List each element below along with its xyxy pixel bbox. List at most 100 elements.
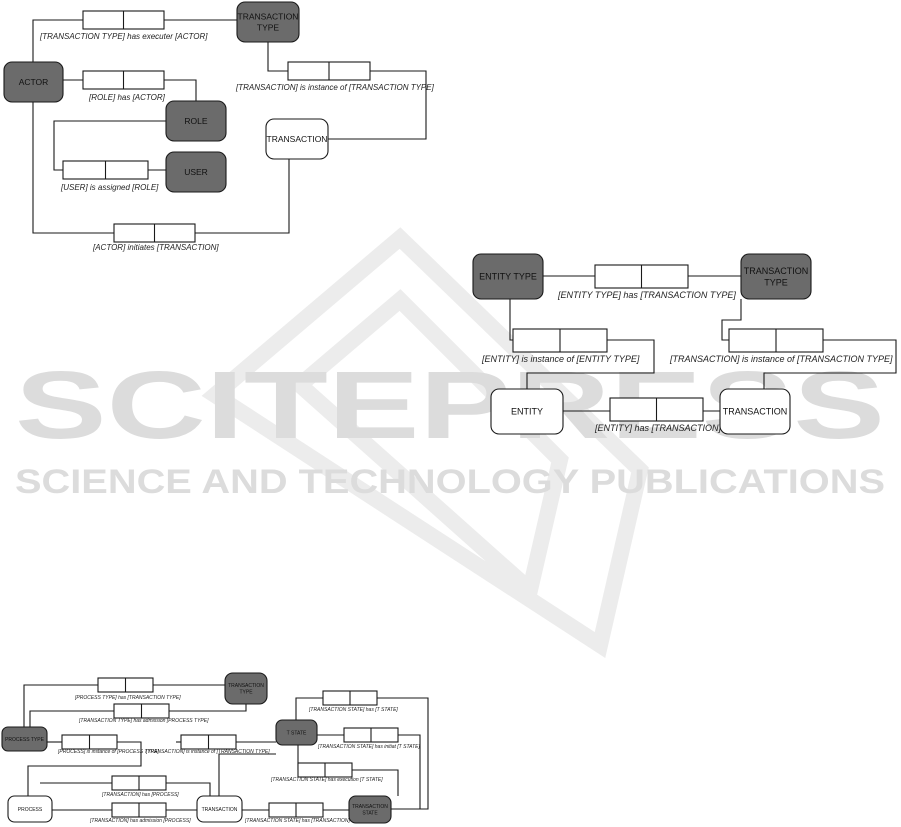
entity-role-d1: ROLE — [165, 100, 227, 142]
connector-line — [164, 79, 197, 101]
connector-line — [218, 753, 276, 796]
relation-r4-d1: [USER] is assigned [ROLE] — [60, 160, 159, 192]
relation-r9-d3: [TRANSACTION] has admission [PROCESS] — [89, 802, 191, 824]
entity-transaction-d2: TRANSACTION — [719, 388, 791, 435]
relation-r1-d2: [ENTITY TYPE] has [TRANSACTION TYPE] — [557, 264, 736, 300]
relation-r10-d3: [TRANSACTION STATE] has [TRANSACTION] — [244, 802, 350, 824]
entity-label: T STATE — [287, 730, 307, 736]
connector-line — [267, 42, 288, 72]
entity-box — [3, 61, 64, 103]
relation-label: [ENTITY TYPE] has [TRANSACTION TYPE] — [557, 290, 736, 300]
connector-line — [295, 697, 323, 720]
entity-t-state-d3: T STATE — [275, 719, 318, 746]
connector-line — [23, 684, 98, 727]
relation-r3-d1: [ROLE] has [ACTOR] — [82, 70, 166, 102]
entity-label: TRANSACTION — [267, 134, 328, 144]
entity-box — [490, 388, 564, 435]
entity-box — [196, 795, 243, 823]
entity-entity-d2: ENTITY — [490, 388, 564, 435]
connector-line — [398, 734, 421, 809]
entity-entity-type-d2: ENTITY TYPE — [472, 253, 544, 300]
connector-line — [27, 741, 142, 796]
relation-label: [TRANSACTION STATE] has execution [T STA… — [270, 777, 383, 783]
relation-r1-d3: [PROCESS TYPE] has [TRANSACTION TYPE] — [74, 677, 181, 701]
relation-label: [TRANSACTION] has [PROCESS] — [101, 792, 179, 798]
entity-box — [348, 795, 392, 824]
relations: [TRANSACTION TYPE] has executer [ACTOR] [… — [39, 10, 893, 824]
relation-r4-d3: [TRANSACTION] is instance of [TRANSACTIO… — [145, 734, 270, 755]
relation-r5-d1: [ACTOR] initiates [TRANSACTION] — [92, 223, 219, 252]
entity-process-d3: PROCESS — [7, 795, 53, 823]
entity-label: ENTITY — [511, 407, 543, 417]
relation-label: [TRANSACTION TYPE] has executer [ACTOR] — [39, 32, 208, 41]
relation-r1-d1: [TRANSACTION TYPE] has executer [ACTOR] — [39, 10, 208, 41]
connector-line — [377, 697, 429, 810]
relation-r2-d3: [TRANSACTION TYPE] has admission [PROCES… — [78, 703, 209, 724]
relation-label: [PROCESS TYPE] has [TRANSACTION TYPE] — [74, 695, 181, 701]
entity-box — [719, 388, 791, 435]
entity-box — [275, 719, 318, 746]
relation-label: [TRANSACTION STATE] has [TRANSACTION] — [244, 818, 350, 824]
relation-label: [TRANSACTION] is instance of [TRANSACTIO… — [145, 749, 270, 755]
relation-label: [ROLE] has [ACTOR] — [88, 93, 166, 102]
entity-box — [1, 726, 48, 752]
entity-label: ROLE — [184, 116, 207, 126]
entity-box — [236, 1, 300, 43]
watermark-logo-shape — [201, 227, 649, 658]
entity-label: USER — [184, 167, 208, 177]
relation-label: [TRANSACTION] is instance of [TRANSACTIO… — [235, 83, 435, 92]
relation-label: [TRANSACTION] is instance of [TRANSACTIO… — [669, 354, 893, 364]
relation-r7-d3: [TRANSACTION STATE] has execution [T STA… — [270, 762, 383, 783]
entity-label: ENTITY TYPE — [479, 272, 537, 282]
entity-transaction-d1: TRANSACTION — [265, 118, 329, 160]
connector-line — [328, 70, 427, 140]
connector-line — [29, 710, 114, 727]
entity-user-d1: USER — [165, 151, 227, 193]
watermark-sub-text: SCIENCE AND TECHNOLOGY PUBLICATIONS — [15, 463, 885, 501]
entity-box — [265, 118, 329, 160]
relation-r6-d3: [TRANSACTION STATE] has initiat [T STATE… — [317, 727, 420, 750]
relation-r8-d3: [TRANSACTION] has [PROCESS] — [101, 775, 179, 798]
relation-label: [TRANSACTION STATE] has [T STATE] — [308, 707, 398, 713]
relation-label: [PROCESS] is instance of [PROCESS TYPE] — [57, 749, 159, 755]
connector-line — [32, 19, 83, 62]
relation-label: [TRANSACTION STATE] has initiat [T STATE… — [317, 744, 420, 750]
entity-box — [224, 672, 268, 705]
connector-line — [526, 339, 655, 389]
entity-box — [740, 253, 812, 300]
entity-actor-d1: ACTOR — [3, 61, 64, 103]
relation-r2-d1: [TRANSACTION] is instance of [TRANSACTIO… — [235, 61, 435, 92]
relation-r3-d3: [PROCESS] is instance of [PROCESS TYPE] — [57, 734, 159, 755]
entity-label: PROCESS — [18, 807, 43, 813]
connector-line — [763, 339, 897, 389]
connector-line — [32, 102, 114, 234]
relation-label: [TRANSACTION] has admission [PROCESS] — [89, 818, 191, 824]
relation-label: [ENTITY] has [TRANSACTION] — [594, 423, 722, 433]
relation-label: [ENTITY] is instance of [ENTITY TYPE] — [481, 354, 640, 364]
entity-label: ACTOR — [19, 77, 49, 87]
entity-label: TRANSACTION — [723, 407, 788, 417]
connector-line — [721, 299, 742, 341]
connector-line — [169, 704, 247, 712]
entity-transaction-d3: TRANSACTION — [196, 795, 243, 823]
relation-r3-d2: [TRANSACTION] is instance of [TRANSACTIO… — [669, 328, 893, 364]
entity-box — [7, 795, 53, 823]
relation-label: [TRANSACTION TYPE] has admission [PROCES… — [78, 718, 209, 724]
entity-box — [165, 151, 227, 193]
connector-line — [195, 159, 290, 234]
relation-label: [USER] is assigned [ROLE] — [60, 183, 159, 192]
relation-r2-d2: [ENTITY] is instance of [ENTITY TYPE] — [481, 328, 640, 364]
entity-box — [472, 253, 544, 300]
connector-line — [509, 299, 513, 341]
entity-box — [165, 100, 227, 142]
